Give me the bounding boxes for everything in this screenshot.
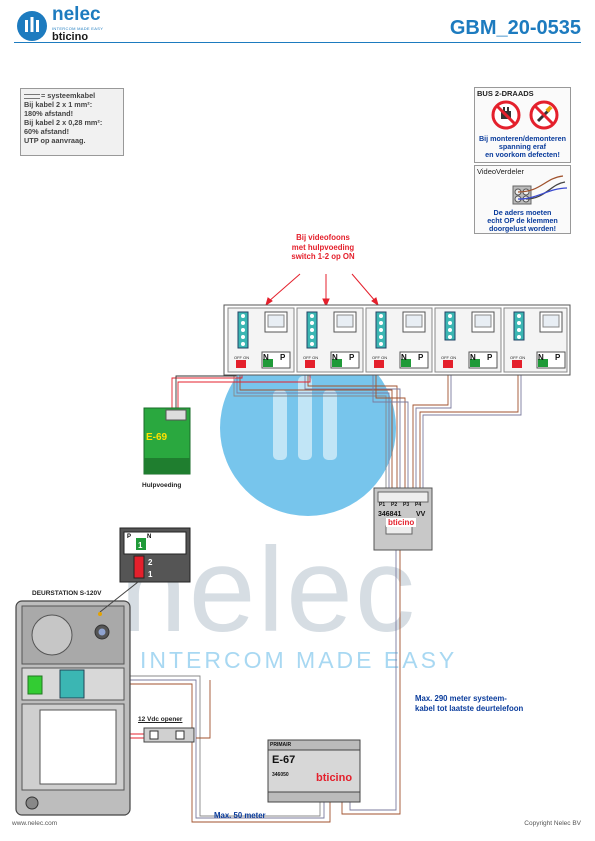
- system-supply-e67: [267, 739, 361, 803]
- distributor-port-p4: P4: [415, 502, 422, 508]
- inset-switch-one: 1: [148, 570, 153, 579]
- max-system-note: Max. 290 meter systeem- kabel tot laatst…: [415, 694, 524, 713]
- distributor-brand: bticino: [386, 518, 417, 527]
- document-id: GBM_20-0535: [449, 17, 581, 39]
- vv-title: VideoVerdeler: [477, 167, 524, 176]
- brand-tagline: INTERCOM MADE EASY: [52, 26, 104, 31]
- inset-switch-p: P: [127, 534, 132, 540]
- brand-name: nelec: [52, 4, 101, 25]
- bus-warning-box: BUS 2-DRAADS Bij monteren/demonteren spa…: [474, 87, 571, 163]
- videophone-units: [223, 304, 571, 376]
- inset-switch-two: 2: [148, 558, 153, 567]
- switch-p-label: P: [349, 353, 355, 362]
- inset-switch-on: 1: [138, 541, 143, 550]
- off-on-label: OFF ON: [510, 355, 526, 360]
- cable-note-line: 180% afstand!: [24, 109, 74, 118]
- switch-p-label: P: [280, 353, 286, 362]
- door-opener: [143, 727, 195, 743]
- door-station: [15, 600, 131, 816]
- videoverdeler-box: VideoVerdeler De aders moeten echt OP de…: [474, 165, 571, 234]
- cable-note-box: = systeemkabel Bij kabel 2 x 1 mm²: 180%…: [20, 88, 124, 156]
- distributor-port-p1: P1: [379, 502, 386, 508]
- distributor-suffix: VV: [416, 511, 426, 518]
- inset-switch-n: N: [147, 534, 152, 540]
- switch-n-label: N: [538, 353, 544, 362]
- power-supply-caption: Hulpvoeding: [142, 482, 182, 489]
- bus-title: BUS 2-DRAADS: [477, 89, 534, 98]
- switch-n-label: N: [332, 353, 338, 362]
- opener-label: 12 Vdc opener: [138, 716, 183, 723]
- watermark-circle: [220, 340, 396, 516]
- nelec-logo-icon: [17, 11, 47, 41]
- bus-warning-text: Bij monteren/demonteren spanning eraf en…: [478, 134, 567, 159]
- brand-sub: bticino: [52, 31, 89, 43]
- terminal-loop-icon: [512, 175, 568, 205]
- switch-p-label: P: [487, 353, 493, 362]
- cable-note-line: Bij kabel 2 x 0,28 mm²:: [24, 118, 103, 127]
- vv-warning-text: De aders moeten echt OP de klemmen doorg…: [487, 208, 558, 233]
- supply-model: E-67: [272, 754, 296, 766]
- bus-wires: [171, 368, 522, 492]
- supply-brand: bticino: [316, 772, 353, 784]
- off-on-label: OFF ON: [441, 355, 457, 360]
- note-arrows: [265, 273, 379, 308]
- switch-n-label: N: [263, 353, 269, 362]
- videophone-note: Bij videofoons met hulpvoeding switch 1-…: [291, 233, 355, 261]
- max-50-note: Max. 50 meter: [214, 811, 266, 820]
- cable-note-line: Bij kabel 2 x 1 mm²:: [24, 100, 93, 109]
- header-rule: [14, 42, 581, 43]
- cable-note-line: 60% afstand!: [24, 127, 70, 136]
- distributor-port-p3: P3: [403, 502, 410, 508]
- switch-inset: [98, 527, 191, 616]
- footer-copyright: Copyright Nelec BV: [524, 820, 581, 827]
- footer-website[interactable]: www.nelec.com: [12, 820, 58, 827]
- switch-p-label: P: [418, 353, 424, 362]
- distributor-model: 346841: [378, 511, 402, 518]
- door-station-label: DEURSTATION S-120V: [32, 590, 102, 597]
- distributor-port-p2: P2: [391, 502, 398, 508]
- switch-n-label: N: [401, 353, 407, 362]
- power-supply-model: E-69: [146, 432, 168, 443]
- no-screwdriver-icon: [529, 100, 559, 130]
- cable-legend: = systeemkabel: [24, 91, 120, 100]
- watermark-tagline: INTERCOM MADE EASY: [140, 647, 458, 673]
- no-plug-icon: [491, 100, 521, 130]
- switch-p-label: P: [555, 353, 561, 362]
- supply-code: 346050: [272, 772, 289, 778]
- supply-top-label: PRIMAIR: [270, 742, 292, 748]
- off-on-label: OFF ON: [303, 355, 319, 360]
- power-supply-e69: [143, 407, 191, 475]
- off-on-label: OFF ON: [234, 355, 250, 360]
- cable-note-line: UTP op aanvraag.: [24, 136, 86, 145]
- off-on-label: OFF ON: [372, 355, 388, 360]
- switch-n-label: N: [470, 353, 476, 362]
